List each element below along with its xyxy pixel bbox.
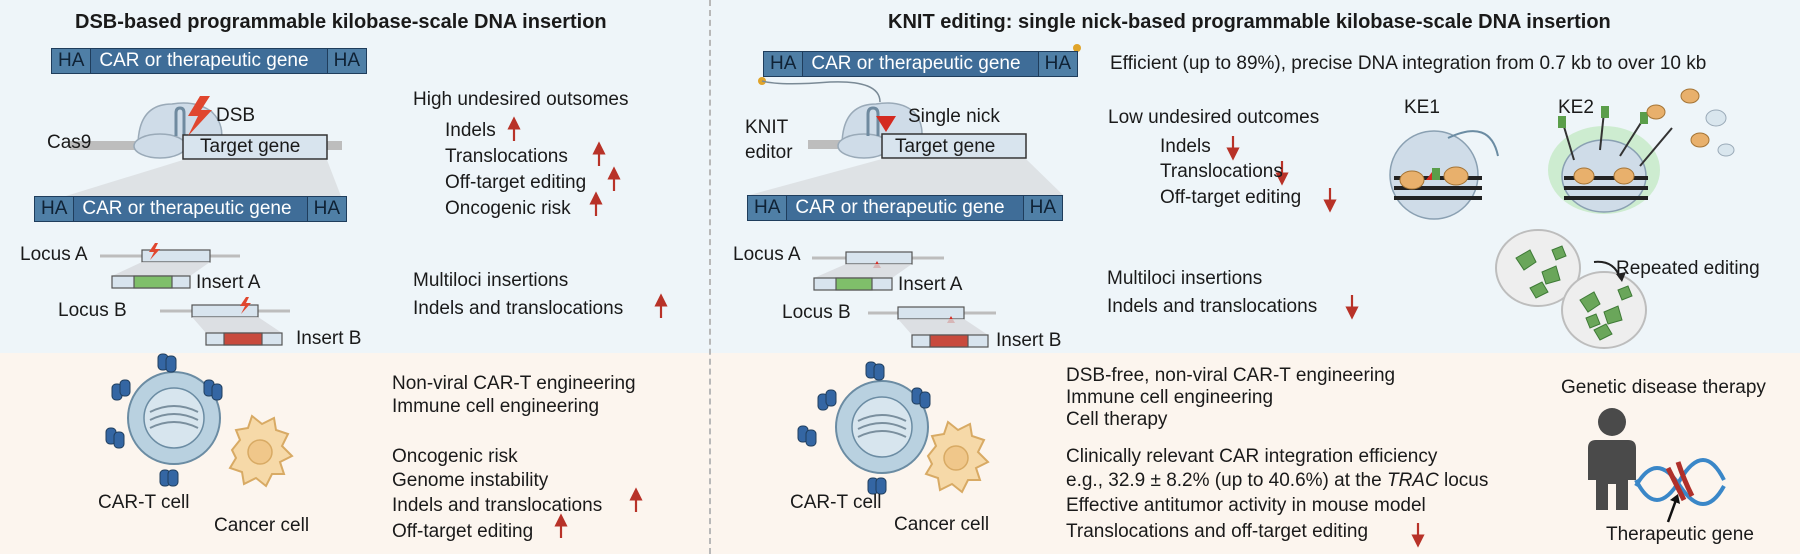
left-outcome-item: Off-target editing xyxy=(445,172,587,193)
right-product-construct: HA CAR or therapeutic gene HA xyxy=(747,195,1063,221)
right-multiloci-header: Multiloci insertions xyxy=(1107,268,1263,289)
homology-arm-right: HA xyxy=(307,197,346,221)
single-nick-label: Single nick xyxy=(908,106,1000,127)
homology-arm-left: HA xyxy=(52,49,91,73)
ke1-label: KE1 xyxy=(1404,97,1440,118)
right-outcomes-header: Low undesired outcomes xyxy=(1108,107,1320,128)
dsb-label: DSB xyxy=(216,105,256,126)
gene-cassette: CAR or therapeutic gene xyxy=(73,197,308,221)
left-risk-line: Indels and translocations xyxy=(392,495,603,516)
right-donor-tether xyxy=(758,44,1081,103)
right-application-line: DSB-free, non-viral CAR-T engineering xyxy=(1066,365,1396,386)
right-multiloci-schematic xyxy=(812,251,996,348)
left-application-line: Immune cell engineering xyxy=(392,396,600,417)
right-multiloci-item: Indels and translocations xyxy=(1107,296,1318,317)
right-car-t-illustration xyxy=(797,361,990,495)
efficiency-line: Effective antitumor activity in mouse mo… xyxy=(1066,495,1426,516)
ke1-illustration xyxy=(1389,130,1499,220)
left-locus-b-label: Locus B xyxy=(58,300,127,321)
left-target-gene-label: Target gene xyxy=(200,136,301,157)
cas9-label: Cas9 xyxy=(47,132,92,153)
homology-arm-left: HA xyxy=(764,52,803,76)
right-outcome-item: Off-target editing xyxy=(1160,187,1302,208)
left-application-line: Non-viral CAR-T engineering xyxy=(392,373,636,394)
left-risk-line: Off-target editing xyxy=(392,521,534,542)
left-locus-a-label: Locus A xyxy=(20,244,88,265)
left-risk-line: Oncogenic risk xyxy=(392,446,518,467)
homology-arm-right: HA xyxy=(1023,196,1062,220)
efficiency-statement: Efficient (up to 89%), precise DNA integ… xyxy=(1110,53,1707,74)
right-title: KNIT editing: single nick-based programm… xyxy=(888,11,1611,33)
left-outcome-item: Translocations xyxy=(445,146,568,167)
trac-locus-name: TRAC xyxy=(1386,470,1439,491)
homology-arm-right: HA xyxy=(327,49,366,73)
knit-editor-label-line1: KNIT xyxy=(745,117,789,138)
right-target-gene-label: Target gene xyxy=(895,136,996,157)
left-multiloci-item: Indels and translocations xyxy=(413,298,624,319)
right-outcome-item: Indels xyxy=(1160,136,1211,157)
right-insert-b-label: Insert B xyxy=(996,330,1062,351)
efficiency-line: Clinically relevant CAR integration effi… xyxy=(1066,446,1438,467)
ke2-label: KE2 xyxy=(1558,97,1594,118)
left-title: DSB-based programmable kilobase-scale DN… xyxy=(75,11,607,33)
efficiency-line-suffix: locus xyxy=(1438,470,1489,491)
left-cancer-cell-label: Cancer cell xyxy=(214,515,310,536)
right-cancer-cell-label: Cancer cell xyxy=(894,514,990,535)
knit-editor-label-line2: editor xyxy=(745,142,793,163)
right-outcome-item: Translocations xyxy=(1160,161,1283,182)
left-outcomes-header: High undesired outsomes xyxy=(413,89,629,110)
person-dna-illustration xyxy=(1588,408,1726,523)
right-knit-schematic xyxy=(746,102,1064,196)
left-multiloci-schematic xyxy=(100,243,290,346)
efficiency-line: Translocations and off-target editing xyxy=(1066,521,1369,542)
efficiency-line-trac: e.g., 32.9 ± 8.2% (up to 40.6%) at the T… xyxy=(1066,470,1488,492)
homology-arm-left: HA xyxy=(35,197,74,221)
left-donor-construct: HA CAR or therapeutic gene HA xyxy=(51,48,367,74)
panel-divider xyxy=(709,0,711,554)
left-outcome-item: Indels xyxy=(445,120,496,141)
efficiency-line-prefix: e.g., 32.9 ± 8.2% (up to 40.6%) at the xyxy=(1066,470,1387,491)
homology-arm-right: HA xyxy=(1038,52,1077,76)
repeated-editing-illustration xyxy=(1495,229,1647,349)
right-locus-a-label: Locus A xyxy=(733,244,801,265)
left-car-t-label: CAR-T cell xyxy=(98,492,190,513)
therapeutic-gene-label: Therapeutic gene xyxy=(1606,524,1754,545)
genetic-disease-label: Genetic disease therapy xyxy=(1561,377,1766,398)
right-application-line: Immune cell engineering xyxy=(1066,387,1274,408)
left-product-construct: HA CAR or therapeutic gene HA xyxy=(34,196,347,222)
gene-cassette: CAR or therapeutic gene xyxy=(802,52,1039,76)
outcome-arrows xyxy=(507,116,1425,548)
left-dsb-schematic xyxy=(40,96,344,204)
left-risk-line: Genome instability xyxy=(392,470,549,491)
gene-cassette: CAR or therapeutic gene xyxy=(786,196,1024,220)
left-car-t-illustration xyxy=(105,353,294,488)
ke2-illustration xyxy=(1548,88,1735,214)
left-insert-a-label: Insert A xyxy=(196,272,261,293)
left-outcome-item: Oncogenic risk xyxy=(445,198,571,219)
right-application-line: Cell therapy xyxy=(1066,409,1168,430)
right-donor-construct: HA CAR or therapeutic gene HA xyxy=(763,51,1078,77)
right-locus-b-label: Locus B xyxy=(782,302,851,323)
gene-cassette: CAR or therapeutic gene xyxy=(90,49,328,73)
left-insert-b-label: Insert B xyxy=(296,328,362,349)
left-multiloci-header: Multiloci insertions xyxy=(413,270,569,291)
right-insert-a-label: Insert A xyxy=(898,274,963,295)
repeated-editing-label: Repeated editing xyxy=(1616,258,1760,279)
homology-arm-left: HA xyxy=(748,196,787,220)
right-car-t-label: CAR-T cell xyxy=(790,492,882,513)
